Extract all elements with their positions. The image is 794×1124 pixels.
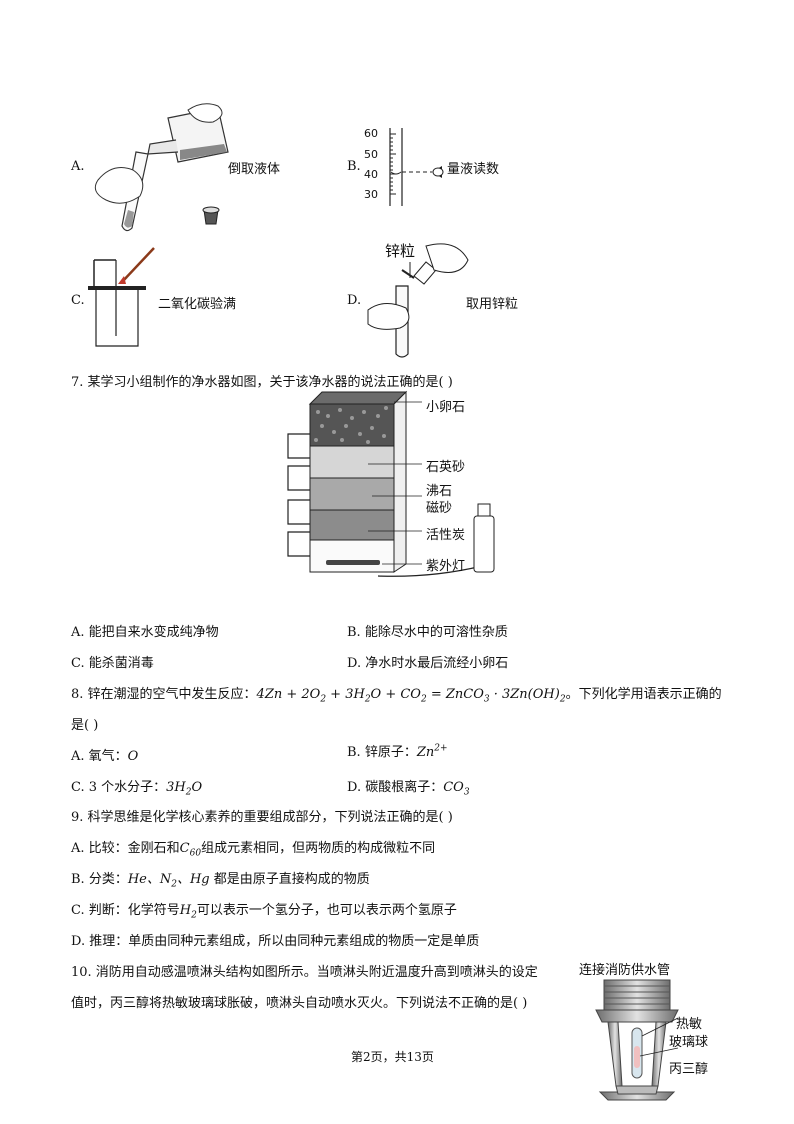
sprinkler-figure [595, 979, 679, 1101]
q8-option-b: B. 锌原子：Zn2+ [347, 741, 448, 760]
q10-line2: 值时，丙三醇将热敏玻璃球胀破，喷淋头自动喷水灭火。下列说法不正确的是( ) [71, 996, 528, 1011]
q9-option-c-suffix: 可以表示一个氢分子，也可以表示两个氢原子 [196, 903, 457, 918]
q8-option-c: C. 3 个水分子：3H2O [71, 776, 202, 798]
tick-60: 60 [364, 127, 378, 140]
option-c-letter: C. [71, 293, 85, 308]
label-zeolite: 沸石 [426, 484, 453, 499]
q8-option-d-formula: CO3 [443, 780, 470, 798]
q8-stem-line2: 是( ) [71, 718, 99, 733]
q9-option-a-prefix: A. 比较：金刚石和 [71, 841, 180, 856]
q8-equation: 4Zn + 2O2 + 3H2O + CO2 = ZnCO3 · 3Zn(OH)… [256, 687, 566, 705]
option-c-caption: 二氧化碳验满 [158, 297, 237, 312]
q9-option-c-formula: H2 [179, 903, 197, 921]
q7-option-d: D. 净水时水最后流经小卵石 [347, 656, 509, 671]
tick-40: 40 [364, 168, 378, 181]
tick-30: 30 [364, 188, 378, 201]
q8-option-a-formula: O [127, 749, 139, 764]
label-quartz-sand: 石英砂 [426, 460, 466, 475]
q8-stem-prefix: 8. 锌在潮湿的空气中发生反应： [71, 687, 257, 702]
zinc-label: 锌粒 [385, 242, 416, 260]
q7-stem: 7. 某学习小组制作的净水器如图，关于该净水器的说法正确的是( ) [71, 375, 453, 390]
option-a-letter: A. [71, 159, 85, 174]
q9-option-c-prefix: C. 判断：化学符号 [71, 903, 180, 918]
q9-option-a-suffix: 组成元素相同，但两物质的构成微粒不同 [201, 841, 436, 856]
q8-option-d: D. 碳酸根离子：CO3 [347, 776, 470, 798]
option-a-caption: 倒取液体 [228, 162, 281, 177]
graduated-cylinder-figure [389, 128, 444, 206]
q7-option-a: A. 能把自来水变成纯净物 [71, 625, 219, 640]
q8-option-b-label: B. 锌原子： [347, 745, 417, 760]
label-pebbles: 小卵石 [426, 400, 466, 415]
q10-line1: 10. 消防用自动感温喷淋头结构如图所示。当喷淋头附近温度升高到喷淋头的设定 [71, 965, 538, 980]
water-purifier-figure [287, 390, 495, 577]
pour-liquid-figure [94, 103, 229, 232]
sprinkler-figure-title: 连接消防供水管 [579, 963, 671, 978]
q9-option-c: C. 判断：化学符号H2可以表示一个氢分子，也可以表示两个氢原子 [71, 899, 457, 921]
label-glycerol: 丙三醇 [669, 1062, 709, 1077]
label-heat-sensitive: 热敏 [676, 1017, 703, 1032]
q9-option-d: D. 推理：单质由同种元素组成，所以由同种元素组成的物质一定是单质 [71, 934, 480, 949]
q8-stem-suffix: 。下列化学用语表示正确的 [565, 687, 722, 702]
q8-option-d-label: D. 碳酸根离子： [347, 780, 444, 795]
tick-50: 50 [364, 148, 378, 161]
q9-option-b-prefix: B. 分类： [71, 872, 128, 887]
label-uv-lamp: 紫外灯 [426, 559, 466, 574]
q8-option-a-label: A. 氧气： [71, 749, 128, 764]
q8-option-b-formula: Zn2+ [416, 743, 448, 760]
q9-option-b-suffix: 都是由原子直接构成的物质 [213, 872, 370, 887]
q9-option-a-formula: C60 [179, 841, 202, 859]
option-d-letter: D. [347, 293, 362, 308]
page-footer: 第2页，共13页 [351, 1050, 434, 1064]
zinc-granule-figure [367, 243, 469, 358]
option-b-letter: B. [347, 159, 361, 174]
q9-option-b-formula: He、N2、Hg [127, 872, 214, 890]
label-activated-carbon: 活性炭 [426, 528, 466, 543]
option-b-caption: 量液读数 [447, 162, 500, 177]
label-magnetite: 磁砂 [426, 501, 453, 516]
q8-option-c-label: C. 3 个水分子： [71, 780, 167, 795]
q8-option-c-formula: 3H2O [166, 780, 203, 798]
q7-option-b: B. 能除尽水中的可溶性杂质 [347, 625, 508, 640]
q9-option-b: B. 分类：He、N2、Hg 都是由原子直接构成的物质 [71, 868, 370, 890]
q9-stem: 9. 科学思维是化学核心素养的重要组成部分，下列说法正确的是( ) [71, 810, 453, 825]
label-glass-bulb: 玻璃球 [669, 1035, 709, 1050]
q9-option-a: A. 比较：金刚石和C60组成元素相同，但两物质的构成微粒不同 [71, 837, 435, 859]
q8-stem-line1: 8. 锌在潮湿的空气中发生反应：4Zn + 2O2 + 3H2O + CO2 =… [71, 683, 722, 705]
q8-option-a: A. 氧气：O [71, 745, 138, 764]
q7-option-c: C. 能杀菌消毒 [71, 656, 154, 671]
option-d-caption: 取用锌粒 [466, 297, 519, 312]
co2-test-figure [88, 247, 155, 347]
